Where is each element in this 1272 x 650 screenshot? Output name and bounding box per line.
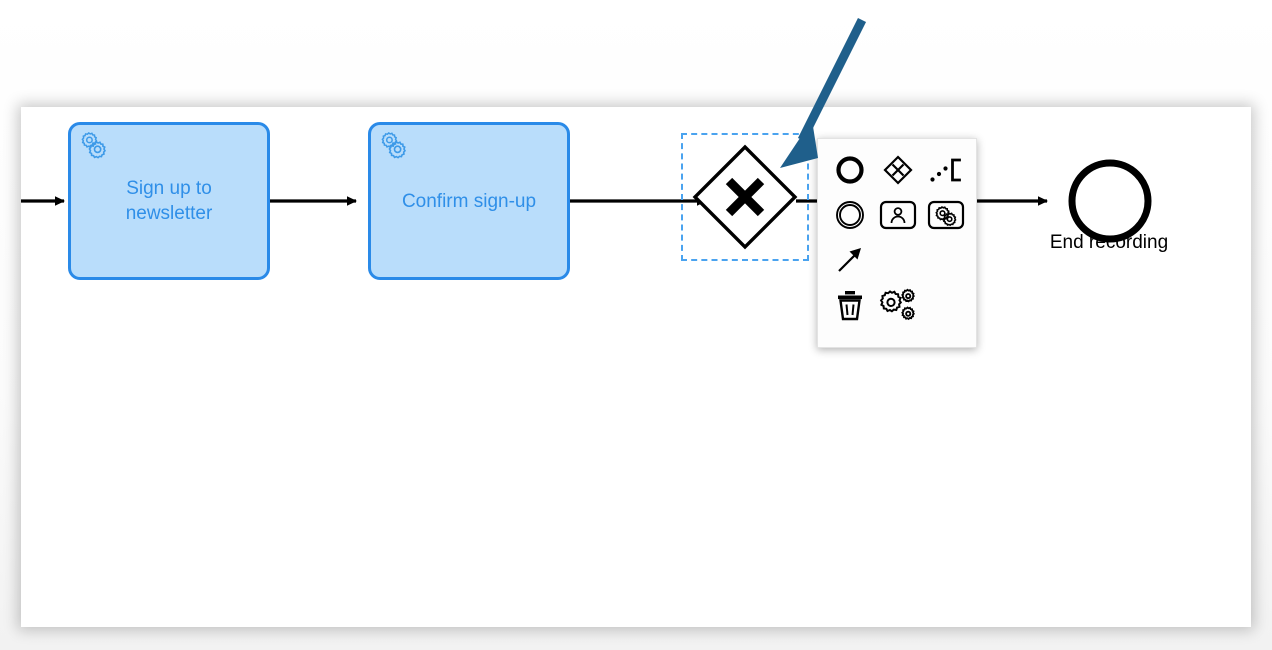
trash-icon (838, 290, 862, 320)
append-service-task-button[interactable] (922, 192, 970, 237)
circle-icon (836, 155, 864, 184)
gateway-diamond-icon (883, 154, 913, 185)
service-task-icon (927, 200, 965, 229)
delete-button[interactable] (826, 282, 874, 327)
gears-settings-icon (879, 288, 915, 320)
bpmn-canvas[interactable]: Sign up to newsletter Confirm sign-up (21, 107, 1251, 627)
exclusive-gateway[interactable] (681, 133, 809, 261)
task-confirm-sign-up[interactable]: Confirm sign-up (368, 122, 570, 280)
change-type-button[interactable] (874, 282, 922, 327)
text-annotation-icon (930, 158, 961, 182)
task-label: Confirm sign-up (401, 190, 537, 212)
user-task-icon (879, 200, 917, 229)
append-user-task-button[interactable] (874, 192, 922, 237)
append-text-annotation-button[interactable] (922, 147, 970, 192)
context-pad-row-1 (826, 147, 970, 192)
context-pad-row-3 (826, 237, 970, 282)
connect-arrow-icon (838, 247, 861, 272)
end-event-label: End recording (1049, 232, 1169, 253)
end-event-shape[interactable] (1064, 155, 1156, 247)
service-task-gears-icon (378, 130, 408, 160)
gateway-shape (692, 144, 798, 250)
connect-button[interactable] (826, 237, 874, 282)
double-circle-icon (836, 200, 864, 229)
task-label: Sign up to newsletter (125, 178, 213, 224)
selection-outline (681, 133, 809, 261)
context-pad-row-2 (826, 192, 970, 237)
append-end-event-button[interactable] (826, 147, 874, 192)
context-pad[interactable] (817, 138, 977, 348)
append-intermediate-event-button[interactable] (826, 192, 874, 237)
service-task-gears-icon (78, 130, 108, 160)
task-sign-up-to-newsletter[interactable]: Sign up to newsletter (68, 122, 270, 280)
append-gateway-button[interactable] (874, 147, 922, 192)
context-pad-row-4 (826, 282, 970, 327)
